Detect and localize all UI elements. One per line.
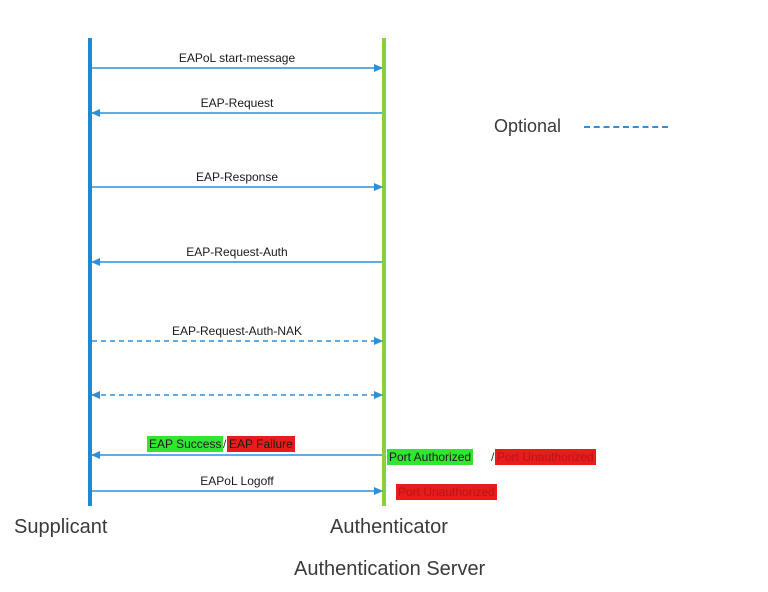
message-label: EAPoL Logoff — [200, 474, 274, 488]
authenticator-label: Authenticator — [330, 516, 448, 538]
message-label: EAP-Request-Auth-NAK — [172, 324, 302, 338]
result-separator: / — [223, 437, 227, 451]
eap-failure-label: EAP Failure — [227, 436, 295, 452]
legend-optional-label: Optional — [494, 116, 562, 136]
message-label: EAPoL start-message — [179, 51, 296, 65]
port-separator: / — [491, 450, 495, 464]
supplicant-label: Supplicant — [14, 516, 108, 538]
messages-group: EAPoL start-messageEAP-RequestEAP-Respon… — [91, 51, 383, 495]
port-unauthorized-logoff-label: Port Unauthorized — [396, 484, 497, 500]
message-label: EAP-Request — [201, 96, 274, 110]
port-authorized-label: Port Authorized — [387, 449, 474, 465]
eap-success-label: EAP Success — [147, 436, 224, 452]
legend-dashed-line — [584, 126, 668, 128]
message-label: EAP-Request-Auth — [186, 245, 287, 259]
port-unauthorized-label: Port Unauthorized — [495, 449, 596, 465]
message-label: EAP-Response — [196, 170, 278, 184]
authentication-server-label: Authentication Server — [294, 558, 486, 580]
